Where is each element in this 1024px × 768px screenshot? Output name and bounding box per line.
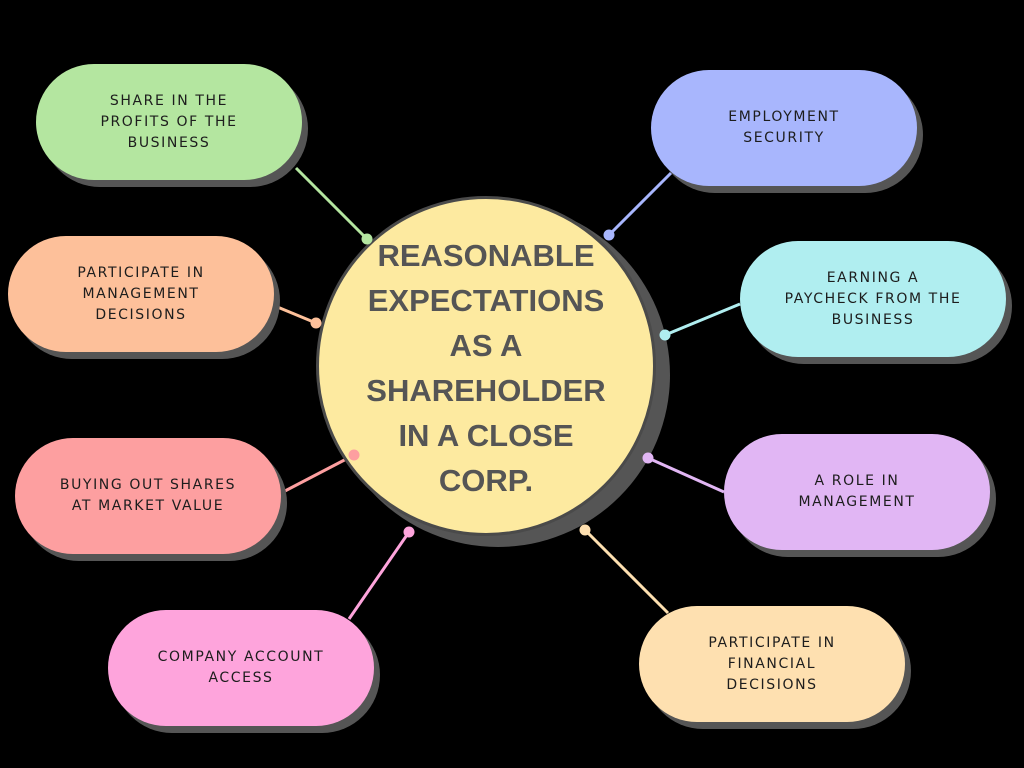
central-topic: REASONABLE EXPECTATIONS AS A SHAREHOLDER… <box>316 196 656 536</box>
connector-dot-icon <box>642 452 654 464</box>
node-buying-out-shares: BUYING OUT SHARES AT MARKET VALUE <box>15 438 287 561</box>
node-label: PARTICIPATE IN MANAGEMENT DECISIONS <box>77 264 205 323</box>
connector-dot-icon <box>603 229 615 241</box>
node-participate-financial-decisions: PARTICIPATE IN FINANCIAL DECISIONS <box>639 606 911 729</box>
connector-line <box>274 304 317 325</box>
node-pill: PARTICIPATE IN FINANCIAL DECISIONS <box>639 606 905 722</box>
node-pill: PARTICIPATE IN MANAGEMENT DECISIONS <box>8 236 274 352</box>
node-employment-security: EMPLOYMENT SECURITY <box>651 70 923 193</box>
connector-dot-icon <box>579 524 591 536</box>
connector-dot-icon <box>310 317 322 329</box>
node-label: EMPLOYMENT SECURITY <box>728 109 840 146</box>
node-pill: SHARE IN THE PROFITS OF THE BUSINESS <box>36 64 302 180</box>
node-pill: EARNING A PAYCHECK FROM THE BUSINESS <box>740 241 1006 357</box>
connector-line <box>647 456 725 494</box>
node-pill: EMPLOYMENT SECURITY <box>651 70 917 186</box>
connector-line <box>664 302 741 337</box>
node-label: BUYING OUT SHARES AT MARKET VALUE <box>59 477 237 514</box>
connector-line <box>607 171 673 237</box>
connector-line <box>347 531 411 620</box>
node-label: PARTICIPATE IN FINANCIAL DECISIONS <box>708 634 836 693</box>
node-pill: BUYING OUT SHARES AT MARKET VALUE <box>15 438 281 554</box>
connector-line <box>294 166 369 241</box>
node-company-account-access: COMPANY ACCOUNT ACCESS <box>108 610 380 733</box>
connector-line <box>583 528 670 615</box>
node-label: A ROLE IN MANAGEMENT <box>798 473 916 510</box>
node-earning-paycheck: EARNING A PAYCHECK FROM THE BUSINESS <box>740 241 1012 364</box>
central-topic-title: REASONABLE EXPECTATIONS AS A SHAREHOLDER… <box>366 238 606 498</box>
node-pill: COMPANY ACCOUNT ACCESS <box>108 610 374 726</box>
node-role-in-management: A ROLE IN MANAGEMENT <box>724 434 996 557</box>
connector-dot-icon <box>361 233 373 245</box>
node-share-in-profits: SHARE IN THE PROFITS OF THE BUSINESS <box>36 64 308 187</box>
connector-dot-icon <box>348 449 360 461</box>
node-label: EARNING A PAYCHECK FROM THE BUSINESS <box>784 269 962 328</box>
node-participate-management-decisions: PARTICIPATE IN MANAGEMENT DECISIONS <box>8 236 280 359</box>
connector-dot-icon <box>659 329 671 341</box>
node-label: COMPANY ACCOUNT ACCESS <box>157 649 325 686</box>
node-pill: A ROLE IN MANAGEMENT <box>724 434 990 550</box>
connector-dot-icon <box>403 526 415 538</box>
connector-line <box>282 453 355 494</box>
node-label: SHARE IN THE PROFITS OF THE BUSINESS <box>100 92 238 151</box>
